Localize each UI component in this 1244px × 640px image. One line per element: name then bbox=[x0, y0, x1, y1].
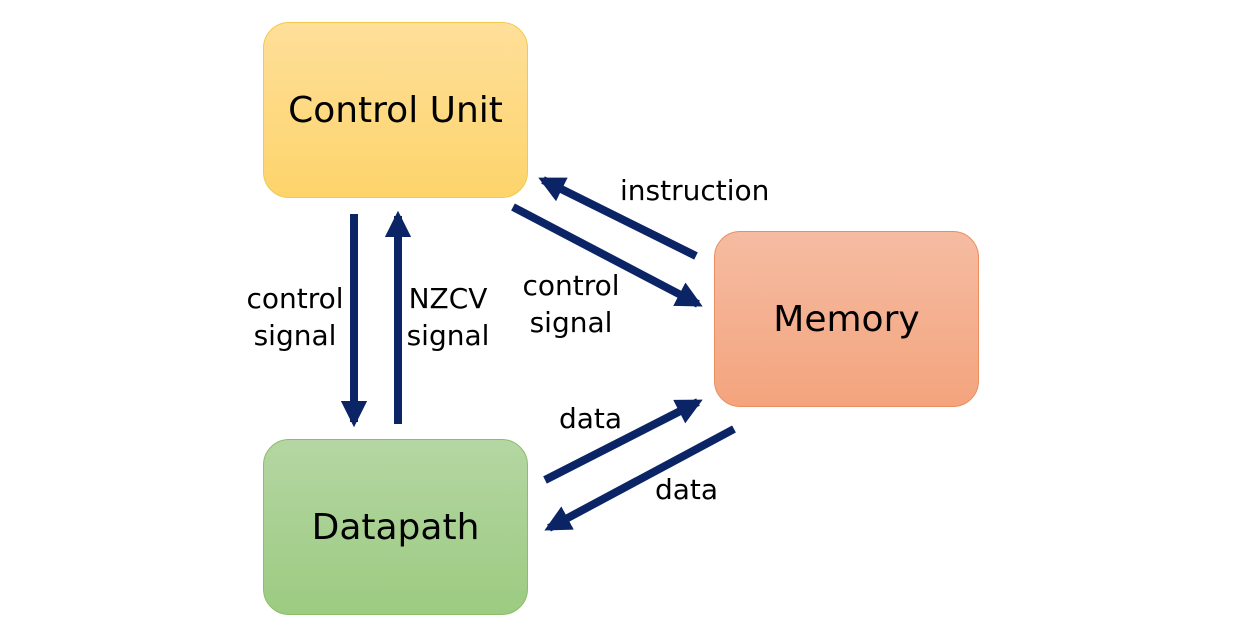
datapath-label: Datapath bbox=[311, 506, 480, 548]
label-data-to-memory: data bbox=[559, 402, 623, 435]
label-instruction: instruction bbox=[620, 174, 770, 207]
label-control-signal-left: control signal bbox=[246, 282, 344, 352]
label-data-to-datapath: data bbox=[655, 473, 719, 506]
arrow-memory-to-datapath bbox=[544, 425, 736, 532]
memory-label: Memory bbox=[773, 298, 920, 340]
label-control-signal-memory: control signal bbox=[522, 269, 620, 339]
datapath-box: Datapath bbox=[263, 439, 528, 615]
memory-box: Memory bbox=[714, 231, 979, 407]
control-unit-label: Control Unit bbox=[288, 89, 503, 131]
arrow-memory-to-control bbox=[538, 176, 698, 260]
label-nzcv-signal: NZCV signal bbox=[406, 282, 490, 352]
arrow-control-to-memory bbox=[511, 203, 703, 308]
control-unit-box: Control Unit bbox=[263, 22, 528, 198]
arrow-datapath-to-memory bbox=[543, 398, 703, 484]
